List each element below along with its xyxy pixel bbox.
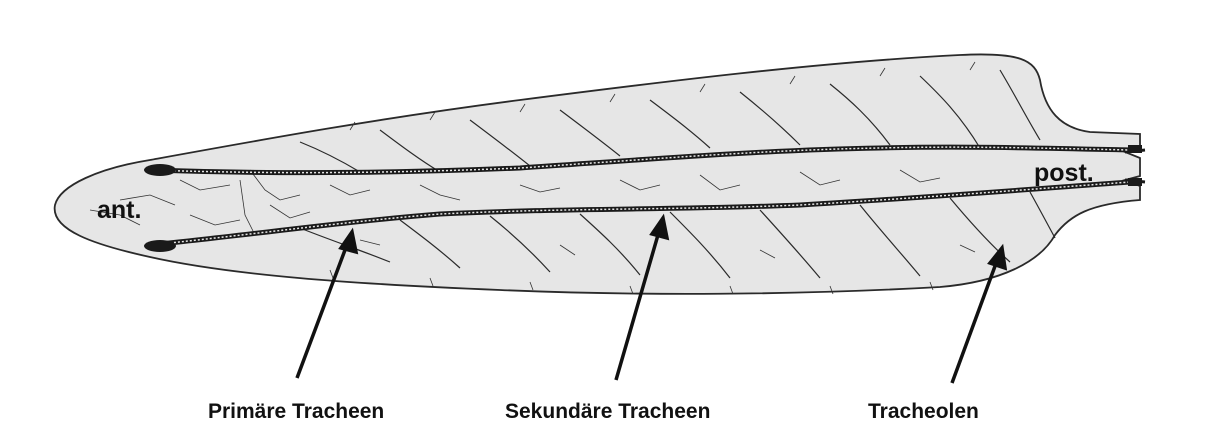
posterior-spiracle-upper <box>1128 145 1142 153</box>
posterior-spiracle-lower <box>1128 178 1142 186</box>
caption-secondary: Sekundäre Tracheen <box>505 400 710 423</box>
caption-tracheoles: Tracheolen <box>868 400 979 423</box>
anterior-label: ant. <box>97 196 141 224</box>
anterior-spiracle-lower <box>144 240 176 252</box>
posterior-label: post. <box>1034 159 1094 187</box>
anterior-spiracle-upper <box>144 164 176 176</box>
caption-primary: Primäre Tracheen <box>208 400 384 423</box>
